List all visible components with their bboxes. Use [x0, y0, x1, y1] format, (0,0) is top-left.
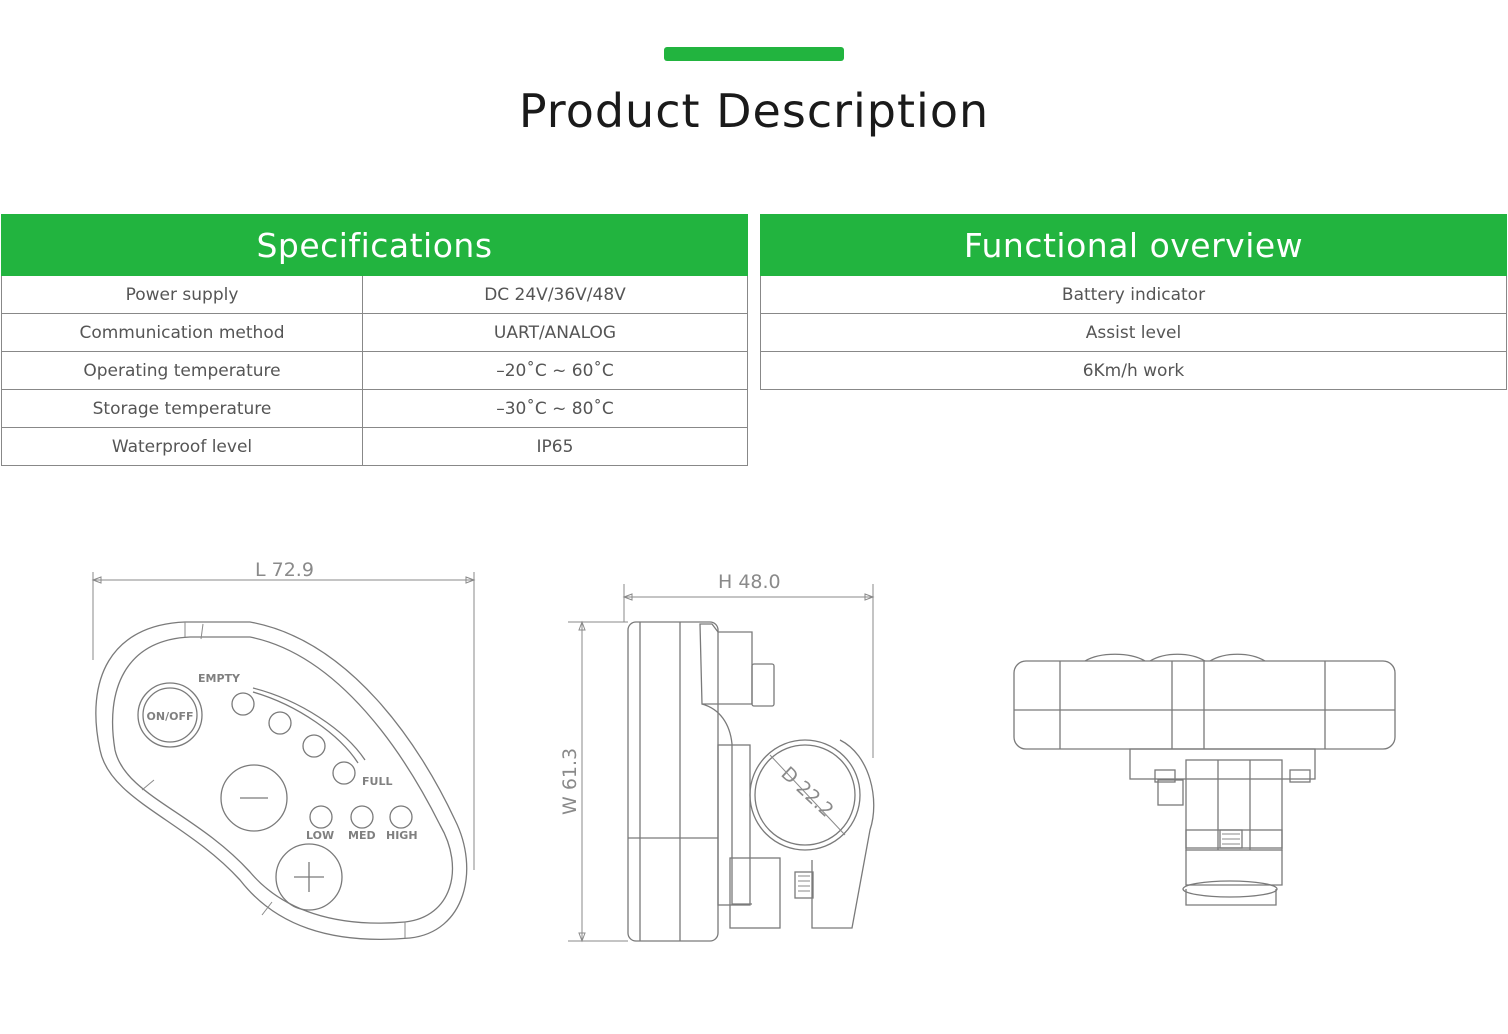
high-label: HIGH	[386, 829, 418, 842]
table-row: Storage temperature –30˚C ~ 80˚C	[1, 389, 748, 428]
table-row: Waterproof level IP65	[1, 427, 748, 466]
spec-label: Communication method	[1, 313, 363, 352]
height-dimension: H 48.0	[718, 571, 781, 593]
diameter-dimension: D 22.2	[777, 763, 838, 822]
specifications-table: Specifications Power supply DC 24V/36V/4…	[1, 214, 748, 466]
functional-overview-heading: Functional overview	[760, 214, 1507, 276]
title-accent-bar	[664, 47, 844, 61]
front-view-drawing: L 72.9 ON/OFF EMPTY FULL LOW MED HIGH	[91, 559, 476, 941]
functional-overview-table: Functional overview Battery indicator As…	[760, 214, 1507, 390]
function-item: 6Km/h work	[760, 351, 1507, 390]
function-item: Battery indicator	[760, 275, 1507, 314]
width-dimension: W 61.3	[559, 748, 581, 815]
function-item: Assist level	[760, 313, 1507, 352]
technical-drawings: L 72.9 ON/OFF EMPTY FULL LOW MED HIGH	[91, 559, 1396, 943]
side-view-drawing: H 48.0 W 61.3 D 22.2	[559, 571, 875, 943]
table-row: Operating temperature –20˚C ~ 60˚C	[1, 351, 748, 390]
spec-label: Waterproof level	[1, 427, 363, 466]
spec-label: Storage temperature	[1, 389, 363, 428]
spec-value: IP65	[362, 427, 748, 466]
table-row: 6Km/h work	[760, 351, 1507, 390]
table-row: Communication method UART/ANALOG	[1, 313, 748, 352]
table-row: Power supply DC 24V/36V/48V	[1, 275, 748, 314]
spec-value: UART/ANALOG	[362, 313, 748, 352]
empty-label: EMPTY	[198, 672, 241, 685]
top-view-drawing	[1013, 653, 1396, 906]
med-label: MED	[348, 829, 376, 842]
length-dimension: L 72.9	[255, 559, 314, 581]
page-title: Product Description	[518, 84, 990, 138]
spec-value: –20˚C ~ 60˚C	[362, 351, 748, 390]
low-label: LOW	[306, 829, 334, 842]
power-button-label: ON/OFF	[147, 710, 194, 723]
table-row: Assist level	[760, 313, 1507, 352]
table-row: Battery indicator	[760, 275, 1507, 314]
spec-label: Power supply	[1, 275, 363, 314]
spec-label: Operating temperature	[1, 351, 363, 390]
specifications-heading: Specifications	[1, 214, 748, 276]
spec-value: DC 24V/36V/48V	[362, 275, 748, 314]
full-label: FULL	[362, 775, 392, 788]
spec-value: –30˚C ~ 80˚C	[362, 389, 748, 428]
